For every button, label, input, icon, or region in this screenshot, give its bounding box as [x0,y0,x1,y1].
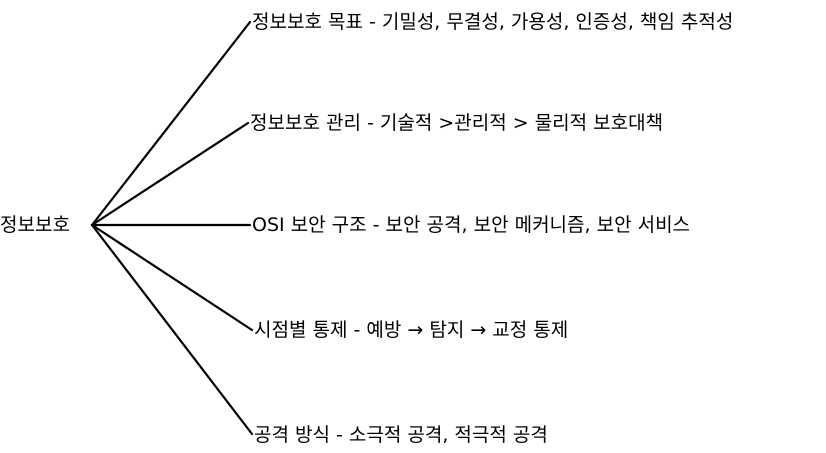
connector-timing-control [90,223,254,332]
connector-attack-method [90,223,254,436]
branch-attack-method-label: 공격 방식 - 소극적 공격, 적극적 공격 [254,424,548,446]
branch-osi-label: OSI 보안 구조 - 보안 공격, 보안 메커니즘, 보안 서비스 [252,214,691,236]
branch-management-label: 정보보호 관리 - 기술적 >관리적 > 물리적 보호대책 [250,112,664,134]
connector-management [90,121,250,227]
connector-goal [90,20,252,227]
branch-timing-control-label: 시점별 통제 - 예방 → 탐지 → 교정 통제 [254,319,569,341]
root-node-label: 정보보호 [0,214,70,236]
branch-goal-label: 정보보호 목표 - 기밀성, 무결성, 가용성, 인증성, 책임 추적성 [252,11,734,33]
